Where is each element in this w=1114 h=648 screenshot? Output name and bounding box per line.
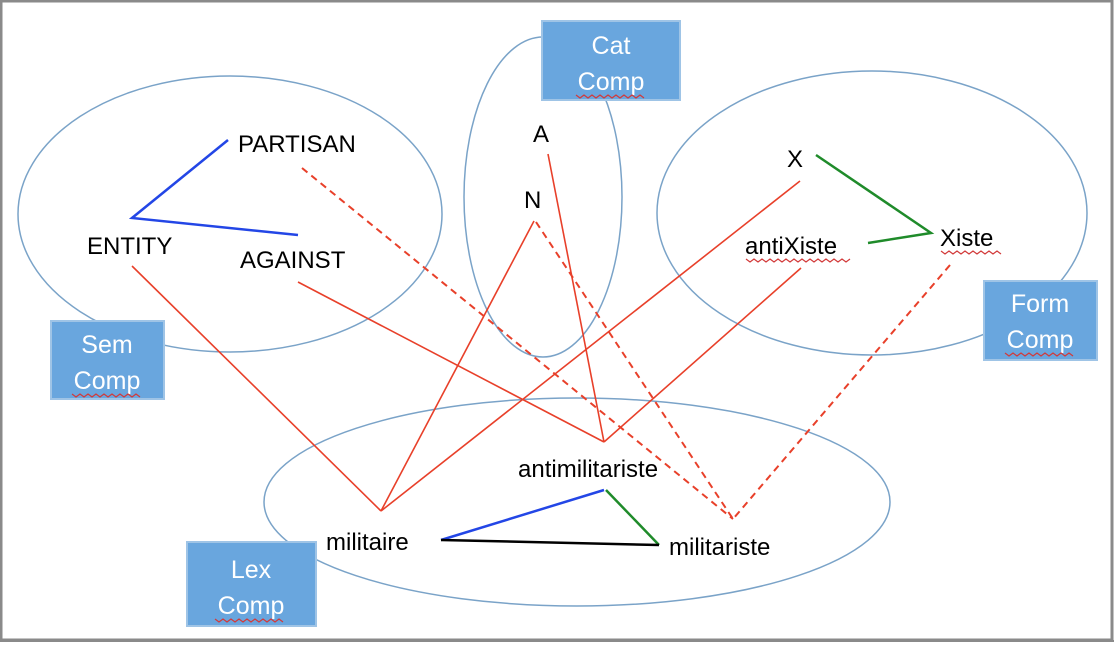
lex-comp-ellipse [263, 397, 891, 607]
link-militaire-militariste [440, 538, 660, 547]
blue-links [128, 139, 605, 542]
link-xiste-militariste [732, 264, 951, 520]
node-xiste: Xiste [940, 225, 993, 252]
squiggle-xiste [940, 250, 1002, 255]
lex-comp-label-line2: Comp [218, 592, 285, 620]
sem-comp-label-line2: Comp [74, 367, 141, 395]
lex-comp-box: Lex Comp [186, 541, 317, 627]
node-n: N [524, 187, 541, 214]
sem-comp-ellipse [17, 75, 443, 353]
squiggle-antixiste [745, 258, 851, 263]
node-antixiste: antiXiste [745, 233, 837, 260]
form-comp-label-line1: Form [1011, 290, 1069, 318]
lex-comp-label-line1: Lex [231, 556, 272, 584]
dashed-red-links [301, 167, 951, 520]
link-a-antimilitariste [547, 153, 605, 443]
squiggle-lex-comp [214, 618, 284, 623]
link-militaire-antimilitariste [440, 488, 605, 542]
solid-red-links [131, 153, 802, 512]
link-entity-militaire [131, 265, 382, 512]
node-militariste: militariste [669, 534, 770, 561]
squiggle-cat-comp [575, 94, 645, 99]
form-comp-label-line2: Comp [1007, 326, 1074, 354]
sem-comp-box: Sem Comp [50, 320, 165, 400]
link-antimilitariste-militariste [605, 489, 660, 546]
cat-comp-label-line2: Comp [578, 68, 645, 96]
cat-comp-box: Cat Comp [541, 20, 681, 101]
squiggle-sem-comp [71, 393, 141, 398]
link-antixiste-antimilitariste [603, 267, 802, 443]
form-comp-box: Form Comp [983, 280, 1098, 361]
node-partisan: PARTISAN [238, 131, 356, 158]
link-militaire-x [380, 180, 801, 512]
node-entity: ENTITY [87, 233, 172, 260]
link-x-xiste-antixiste [815, 153, 935, 245]
cat-comp-label-line1: Cat [592, 32, 631, 60]
node-x: X [787, 146, 803, 173]
form-comp-ellipse [656, 70, 1088, 356]
link-partisan-militariste [301, 167, 734, 520]
node-antimilitariste: antimilitariste [518, 456, 658, 483]
sem-comp-label-line1: Sem [81, 331, 132, 359]
link-against-antimilitariste [297, 281, 605, 443]
link-partisan-entity-against [128, 139, 299, 237]
node-a: A [533, 121, 549, 148]
green-links [605, 153, 935, 546]
node-against: AGAINST [240, 247, 346, 274]
squiggle-form-comp [1004, 352, 1074, 357]
node-militaire: militaire [326, 529, 409, 556]
